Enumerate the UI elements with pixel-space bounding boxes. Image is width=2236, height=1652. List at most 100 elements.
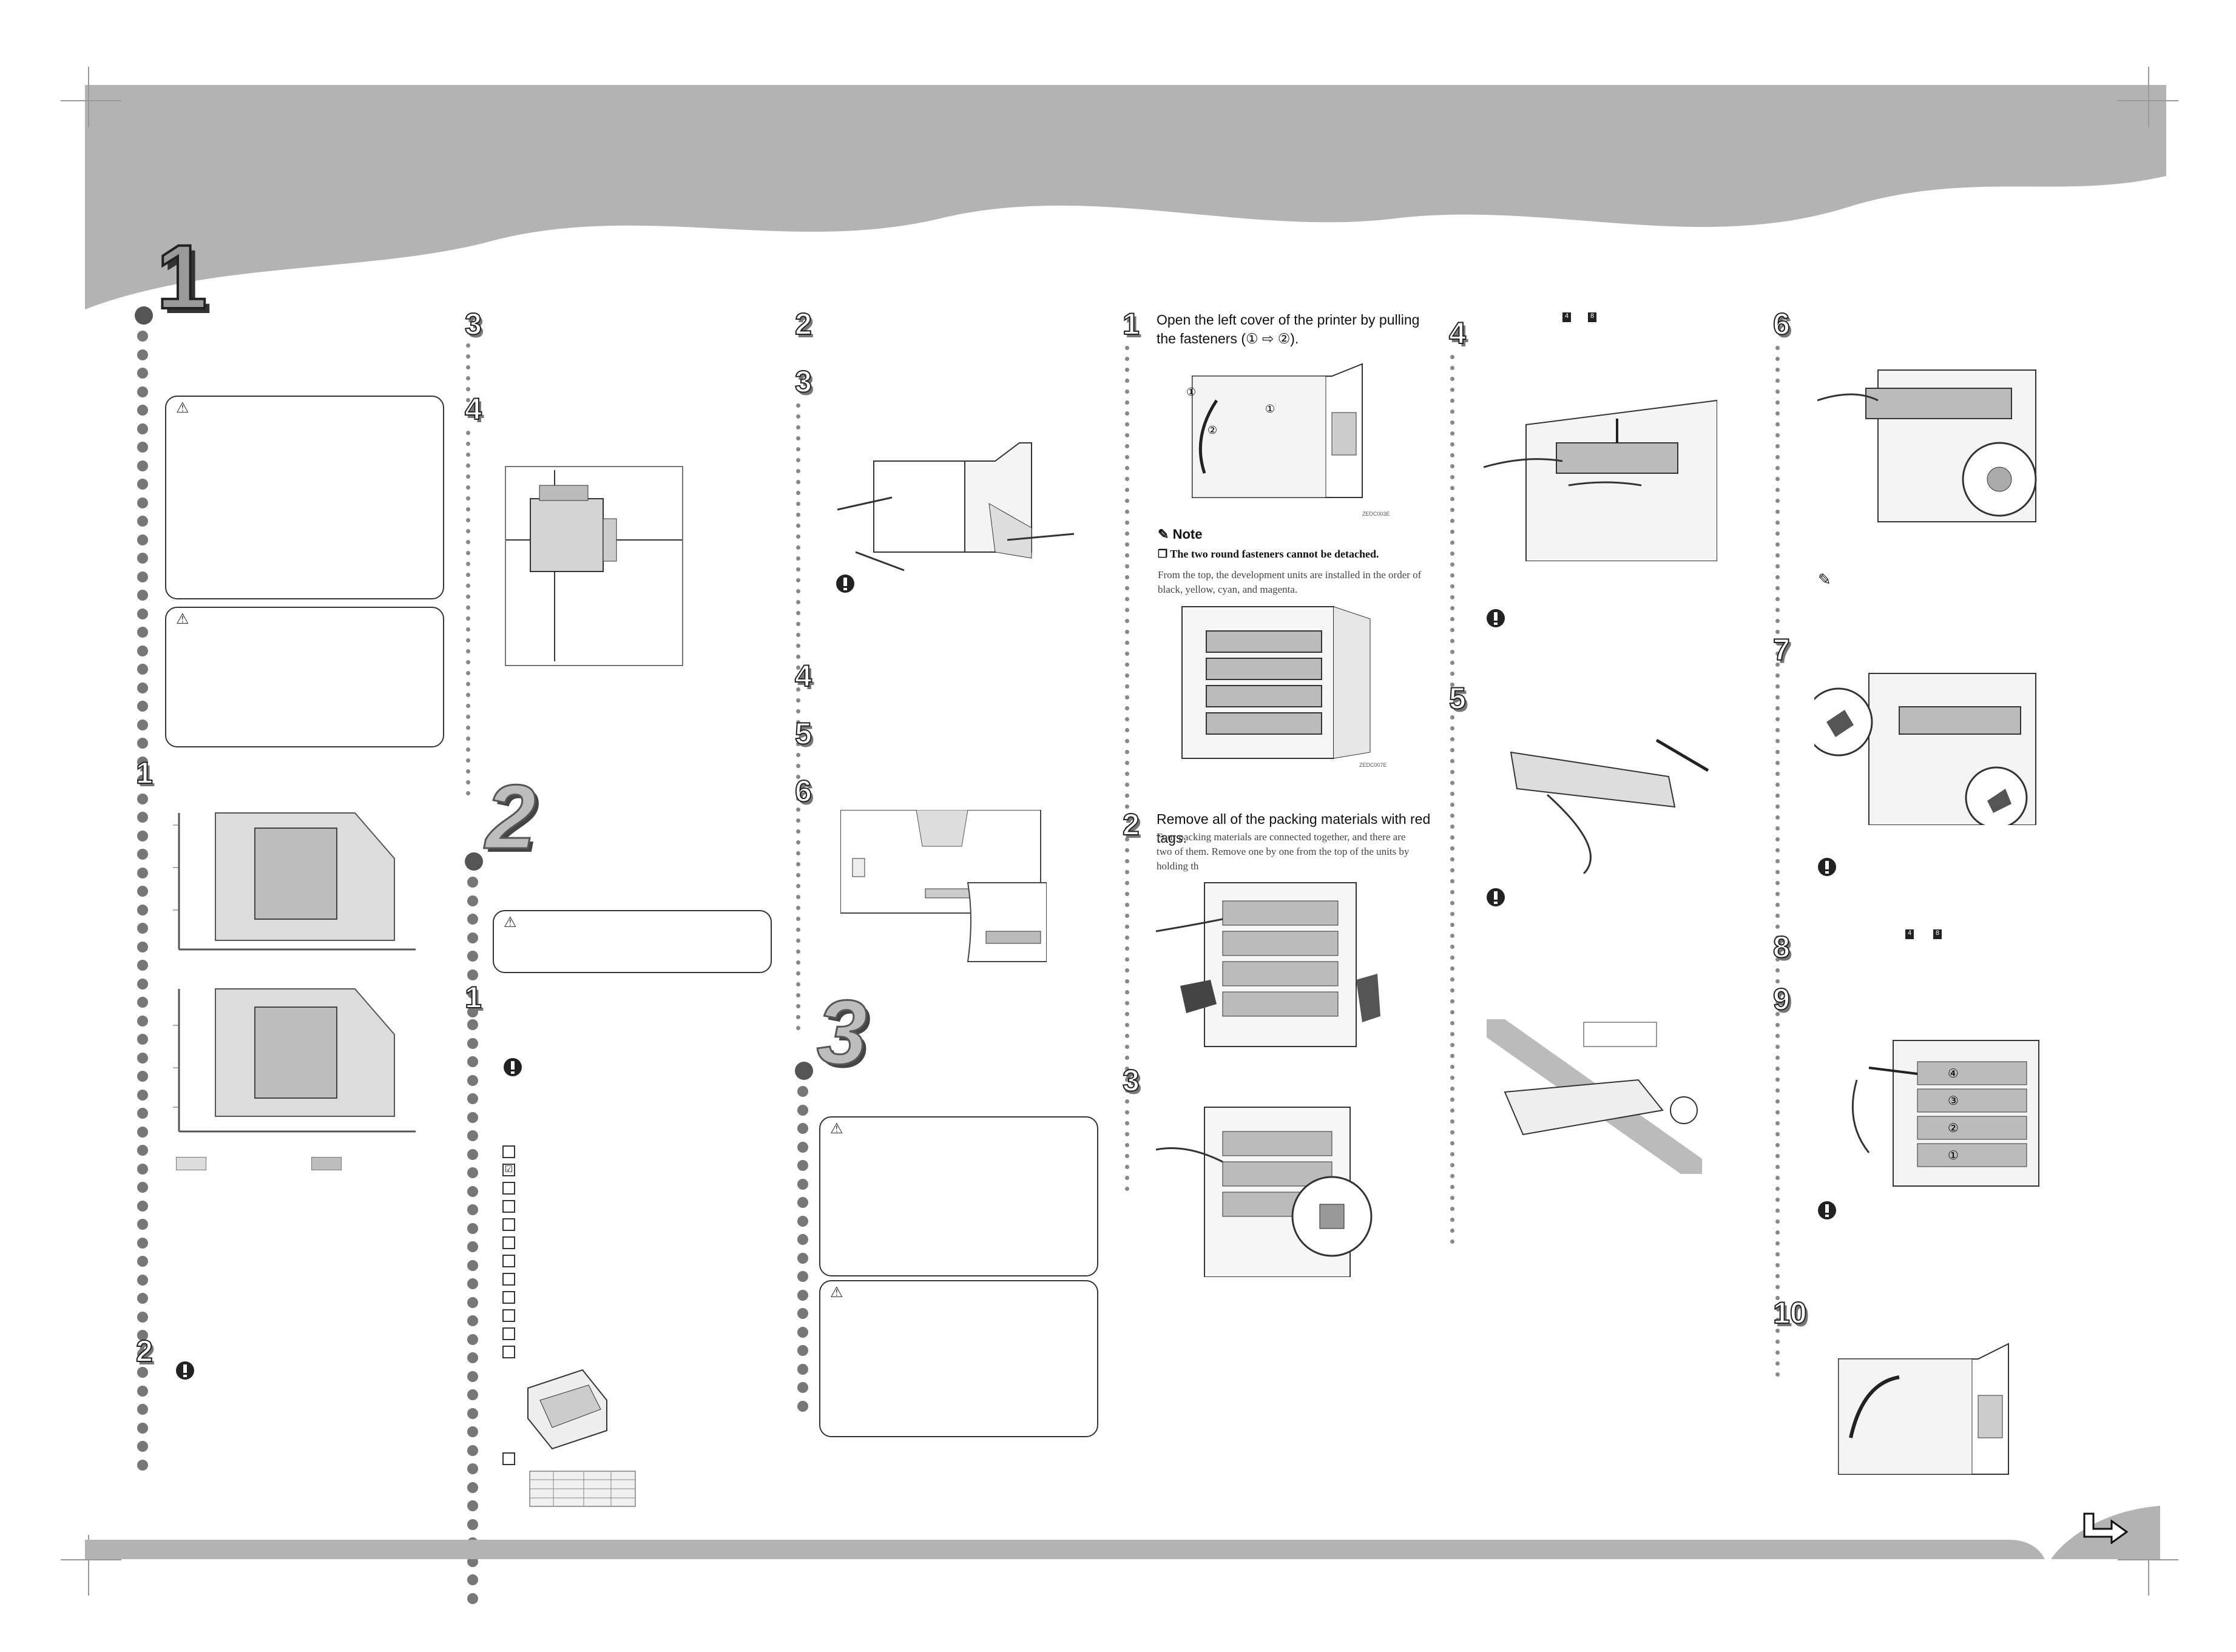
callout-label: ① [1948,1149,1959,1162]
chapter-number: 1 [155,224,208,329]
step-number: 4 [794,658,812,693]
caution-box [493,910,772,973]
important-icon [1818,1201,1836,1219]
checklist-box[interactable] [502,1291,515,1304]
insert-unit-illustration [1817,369,2037,522]
warning-icon: ⚠ [176,400,189,416]
shake-unit-illustration [1510,738,1709,874]
step-number: 4 [1448,315,1467,351]
pull-unit-illustration [1484,399,1717,561]
clearance-figure [505,466,683,666]
next-page-arrow-icon[interactable] [2081,1508,2130,1544]
step-number: 4 [464,391,482,426]
paper-label-sheet [529,1471,636,1507]
crop-mark [61,100,121,101]
col4-dotted-rule [1125,346,1133,1198]
important-icon [1818,858,1836,876]
step-number: 3 [464,306,482,342]
step-number: 1 [1122,306,1140,342]
checklist-box[interactable] [502,1200,515,1213]
footer-band [85,1506,2160,1559]
printer-rear-illustration [840,810,1047,962]
note-body: From the top, the development units are … [1158,569,1422,595]
figure-code: ZEDC003E [1362,511,1390,517]
callout-label: ① [1186,386,1196,398]
close-cover-illustration [1838,1343,2009,1475]
checklist-box[interactable] [502,1218,515,1231]
key-badge: 8 [1933,929,1942,939]
printer-lifting-illustration [837,442,1074,571]
important-icon [836,575,854,593]
important-icon [176,1361,194,1380]
printer-left-cover-illustration: ① ② ① [1186,363,1363,498]
col2-dotted-rule [466,343,475,409]
step-number: 8 [1772,929,1791,965]
step-number: 7 [1772,632,1791,667]
caution-box [165,607,444,747]
legend-swatch [311,1157,342,1170]
callout-label: ① [1265,403,1275,415]
crop-mark [2148,1535,2149,1596]
checklist-box[interactable] [502,1182,515,1195]
step-number: 6 [1772,306,1791,342]
step-number: 2 [794,306,812,342]
lock-lever-illustration [1814,673,2036,825]
prohibited-handling-illustration [1487,1019,1702,1174]
section-bullet [795,1062,813,1080]
checklist-box[interactable] [502,1236,515,1249]
col1-bullet [135,306,153,325]
legend-swatch [176,1157,206,1170]
checklist-box[interactable] [502,1273,515,1286]
checklist-box[interactable] [502,1452,515,1465]
step-number: 9 [1772,982,1791,1017]
step-number: 5 [794,716,812,751]
col2-dotted-rule [466,431,475,802]
step-number: 1 [464,980,482,1015]
key-badge: 4 [1905,929,1914,939]
development-units-illustration [1181,606,1371,759]
note-title: ✎ Note [1158,527,1203,542]
warning-box [165,396,444,599]
red-tag-packing-illustration [1156,882,1380,1047]
col2-dotted-rule [467,1019,478,1611]
callout-label: ③ [1948,1094,1959,1108]
space-diagram [173,812,416,951]
caution-box [819,1280,1098,1437]
warning-box [819,1116,1098,1276]
step2-text: Remove all of the packing materials with… [1157,811,1431,846]
note-item: ❒ The two round fasteners cannot be deta… [1158,548,1379,560]
figure-code: ZEDC007E [1359,762,1387,768]
pencil-icon: ✎ [1158,527,1169,542]
callout-label: ② [1948,1122,1959,1135]
checklist-box[interactable] [502,1145,515,1158]
checklist-box[interactable] [502,1346,515,1358]
pencil-icon: ✎ [1818,570,1831,588]
step-number: 3 [1122,1063,1140,1098]
space-diagram [173,988,416,1133]
checklist-box[interactable] [502,1327,515,1340]
warning-icon: ⚠ [830,1121,843,1137]
remove-packing-illustration [1156,1107,1373,1277]
step-number: 1 [135,755,154,791]
section-number: 3 [816,980,868,1084]
step-number: 2 [1122,807,1140,842]
col3-dotted-rule [796,403,805,1037]
crop-mark [61,1559,121,1560]
checklist-box[interactable] [502,1255,515,1267]
important-icon [1487,888,1505,906]
step-number: 2 [135,1333,154,1369]
warning-icon: ⚠ [176,611,189,627]
col3-dotted-rule [797,1086,808,1419]
col1-dotted-rule [137,331,148,1478]
step-number: 10 [1772,1295,1808,1330]
crop-mark [88,67,89,127]
crop-mark [2148,67,2149,127]
step-number: 3 [794,364,812,399]
warning-icon: ⚠ [504,914,517,931]
section-number: 2 [484,765,536,869]
warning-icon: ⚠ [830,1284,843,1301]
checklist-box[interactable] [502,1309,515,1322]
step2-body: Four packing materials are connected tog… [1157,831,1410,872]
col6-dotted-rule [1775,346,1784,1383]
checklist-box-checked[interactable]: ☑ [502,1164,515,1176]
